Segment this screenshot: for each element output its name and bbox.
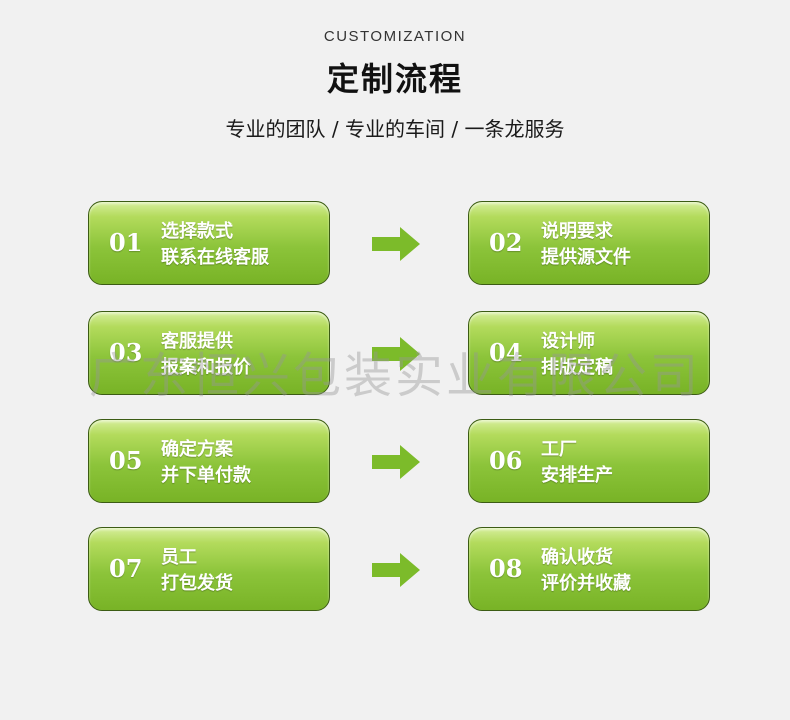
page-subtitle: 专业的团队 / 专业的车间 / 一条龙服务 bbox=[225, 117, 565, 141]
arrow-right-icon bbox=[372, 553, 420, 587]
step-number: 05 bbox=[109, 446, 143, 475]
step-line-1: 工厂 bbox=[541, 439, 577, 460]
step-number: 04 bbox=[489, 338, 523, 367]
step-line-1: 确认收货 bbox=[541, 547, 613, 568]
arrow-right-icon bbox=[372, 227, 420, 261]
page-title: 定制流程 bbox=[326, 60, 463, 98]
step-line-2: 评价并收藏 bbox=[541, 573, 631, 594]
arrow-right-icon bbox=[372, 337, 420, 371]
step-line-1: 确定方案 bbox=[161, 439, 233, 460]
step-number: 08 bbox=[489, 554, 523, 583]
eyebrow-label: CUSTOMIZATION bbox=[323, 28, 467, 45]
step-line-2: 报案和报价 bbox=[161, 357, 251, 378]
arrow-right-icon bbox=[372, 445, 420, 479]
step-card-06: 06 工厂 安排生产 bbox=[468, 419, 710, 503]
step-line-2: 提供源文件 bbox=[541, 247, 631, 268]
step-text: 客服提供 报案和报价 bbox=[161, 329, 251, 381]
step-card-01: 01 选择款式 联系在线客服 bbox=[88, 201, 330, 285]
step-line-1: 员工 bbox=[161, 547, 197, 568]
step-card-02: 02 说明要求 提供源文件 bbox=[468, 201, 710, 285]
step-line-1: 客服提供 bbox=[161, 331, 233, 352]
step-card-03: 03 客服提供 报案和报价 bbox=[88, 311, 330, 395]
step-number: 07 bbox=[109, 554, 143, 583]
step-text: 设计师 排版定稿 bbox=[541, 329, 613, 381]
step-number: 06 bbox=[489, 446, 523, 475]
step-card-04: 04 设计师 排版定稿 bbox=[468, 311, 710, 395]
step-number: 01 bbox=[109, 228, 143, 257]
step-line-1: 选择款式 bbox=[161, 221, 233, 242]
step-number: 03 bbox=[109, 338, 143, 367]
step-text: 员工 打包发货 bbox=[161, 545, 233, 597]
step-text: 选择款式 联系在线客服 bbox=[161, 219, 269, 271]
step-card-07: 07 员工 打包发货 bbox=[88, 527, 330, 611]
step-text: 工厂 安排生产 bbox=[541, 437, 613, 489]
step-number: 02 bbox=[489, 228, 523, 257]
step-text: 确认收货 评价并收藏 bbox=[541, 545, 631, 597]
step-line-2: 打包发货 bbox=[161, 573, 233, 594]
step-text: 确定方案 并下单付款 bbox=[161, 437, 251, 489]
step-line-2: 安排生产 bbox=[541, 465, 613, 486]
step-line-2: 联系在线客服 bbox=[161, 247, 269, 268]
step-line-2: 排版定稿 bbox=[541, 357, 613, 378]
step-line-2: 并下单付款 bbox=[161, 465, 251, 486]
step-card-05: 05 确定方案 并下单付款 bbox=[88, 419, 330, 503]
step-card-08: 08 确认收货 评价并收藏 bbox=[468, 527, 710, 611]
step-line-1: 说明要求 bbox=[541, 221, 613, 242]
step-line-1: 设计师 bbox=[541, 331, 595, 352]
step-text: 说明要求 提供源文件 bbox=[541, 219, 631, 271]
